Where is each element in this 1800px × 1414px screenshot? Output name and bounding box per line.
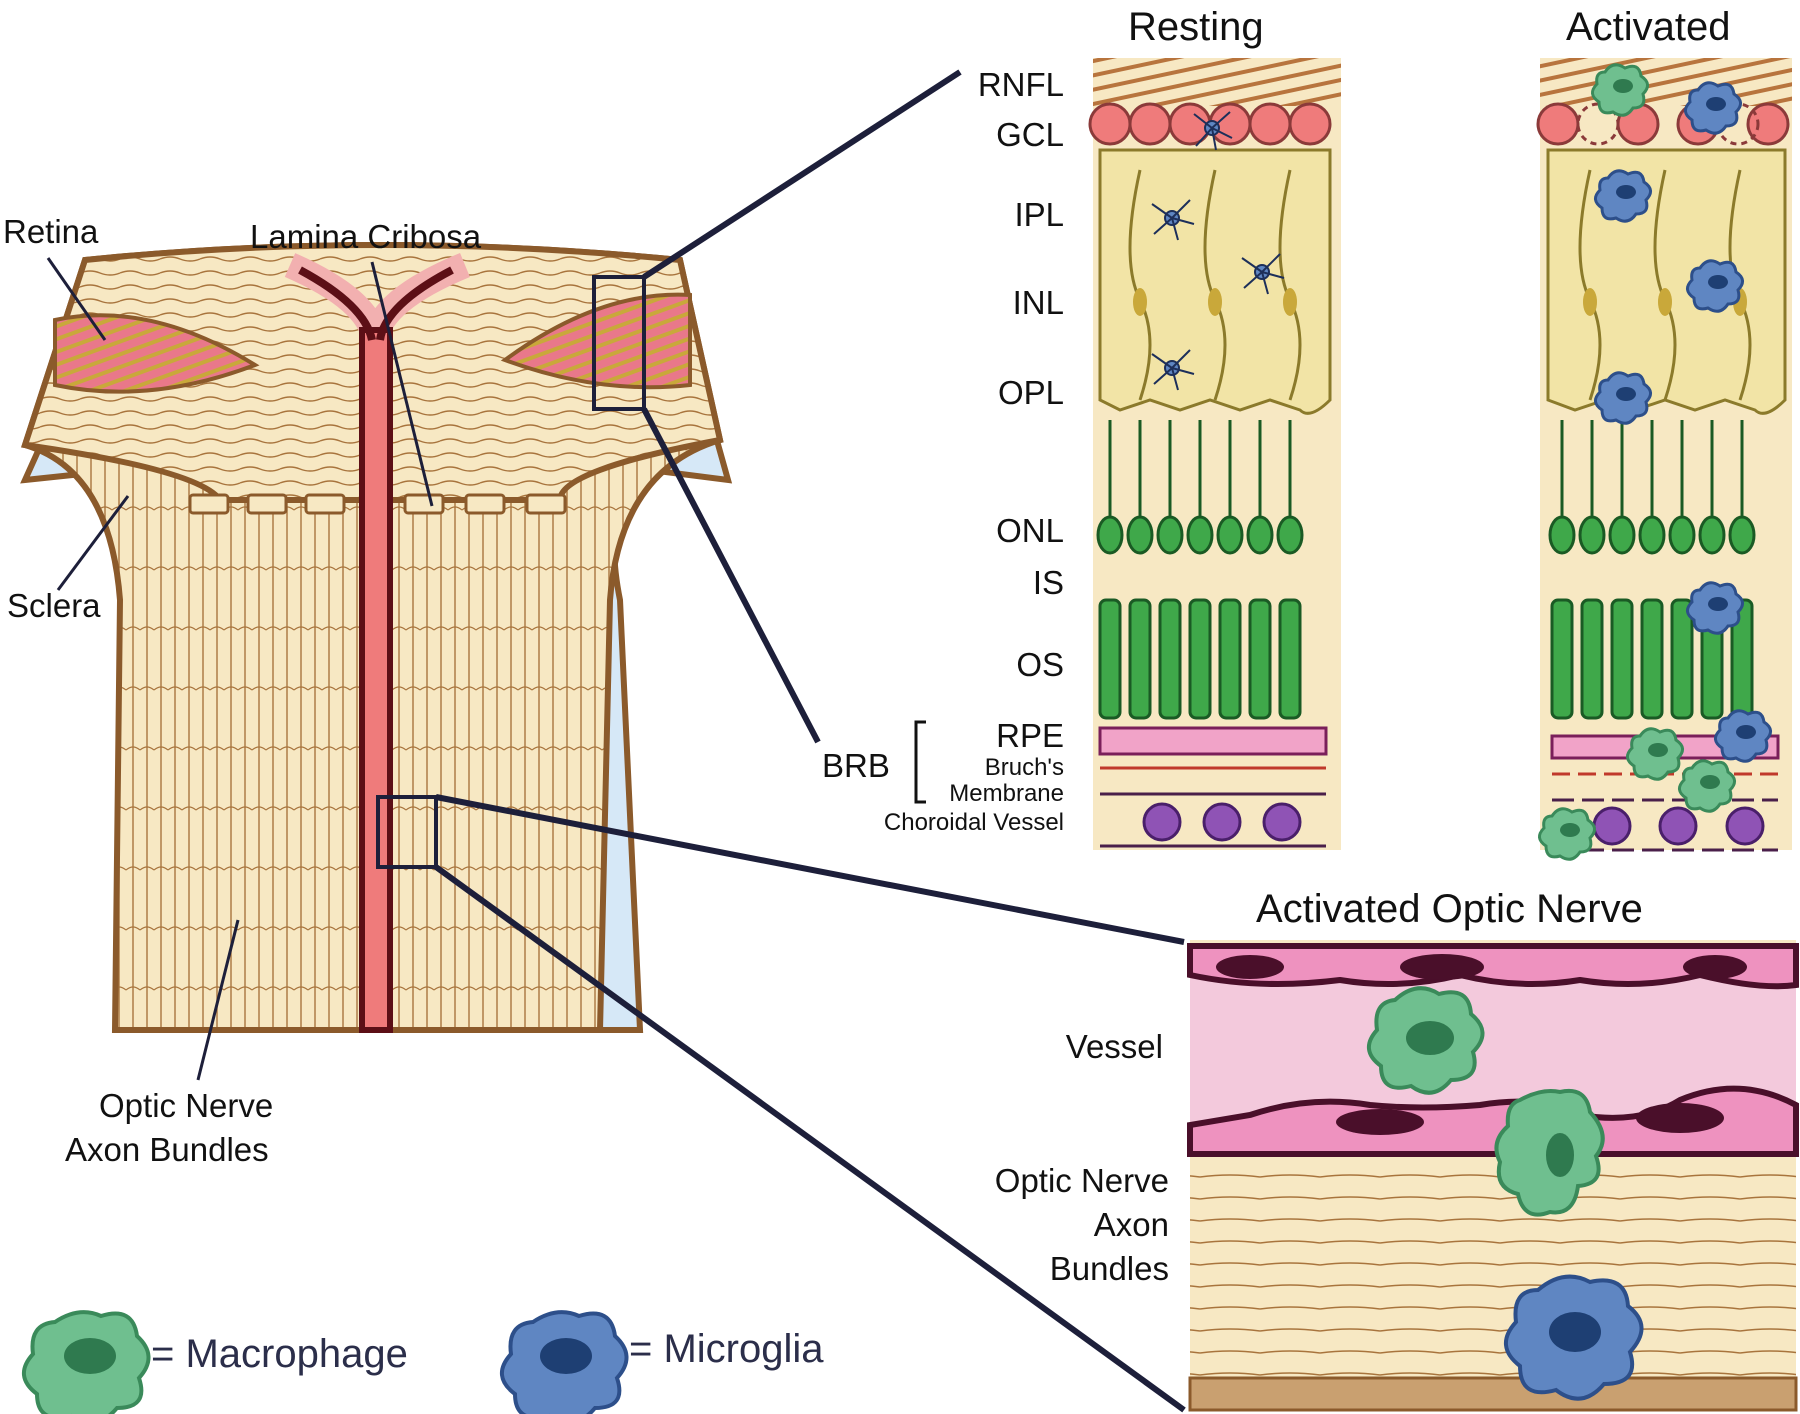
legend-macrophage-label: = Macrophage [151,1332,408,1376]
label-sclera: Sclera [7,587,101,624]
activated-retina [1536,58,1792,861]
layer-rnfl: RNFL [978,66,1064,103]
layer-rpe: RPE [996,717,1064,754]
layer-opl: OPL [998,374,1064,411]
label-retina: Retina [3,213,99,250]
label-brb: BRB [822,747,890,784]
layer-gcl: GCL [996,116,1064,153]
label-on-axon-3: Bundles [1050,1250,1169,1287]
zoom-connectors [434,69,1186,1413]
activated-optic-nerve-panel [1187,940,1799,1412]
central-vessel [359,327,393,1033]
layer-is: IS [1033,564,1064,601]
layer-inl: INL [1013,284,1064,321]
label-vessel: Vessel [1066,1028,1163,1065]
legend [22,1310,629,1414]
retina-zoom-box [592,275,646,411]
activated-macrophage-cells [1538,63,1736,861]
layer-os: OS [1016,646,1064,683]
label-optic-nerve-1: Optic Nerve [99,1087,273,1124]
legend-microglia-label: = Microglia [629,1327,824,1371]
label-resting: Resting [1128,5,1264,49]
label-on-axon-1: Optic Nerve [995,1162,1169,1199]
label-lamina-cribosa: Lamina Cribosa [250,218,482,255]
layer-ipl: IPL [1014,196,1064,233]
brb-bracket [914,720,926,804]
layer-choroidal: Choroidal Vessel [884,809,1064,836]
retina-left [53,313,260,394]
label-pointers [46,257,434,1081]
label-on-axon-2: Axon [1094,1206,1169,1243]
optic-nerve-head [20,242,733,1033]
layer-bruchs-1: Bruch's [985,754,1064,781]
label-activated-optic-nerve: Activated Optic Nerve [1256,887,1643,931]
resting-retina [1088,58,1341,850]
label-optic-nerve-2: Axon Bundles [65,1131,269,1168]
layer-bruchs-2: Membrane [949,780,1064,807]
layer-onl: ONL [996,512,1064,549]
label-activated: Activated [1566,5,1731,49]
nerve-zoom-box [376,795,438,869]
